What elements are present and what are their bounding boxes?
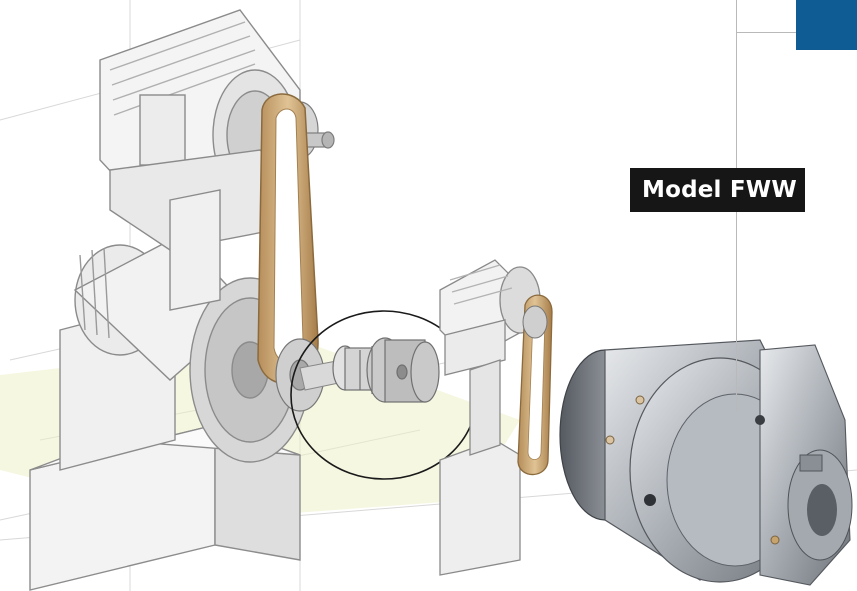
accent-block [796,0,857,50]
coupling-sketch [332,337,440,403]
model-label: Model FWW [630,168,805,212]
right-belt-pulley [522,305,548,339]
small-motor [439,259,541,576]
coupling-photo [559,339,853,586]
